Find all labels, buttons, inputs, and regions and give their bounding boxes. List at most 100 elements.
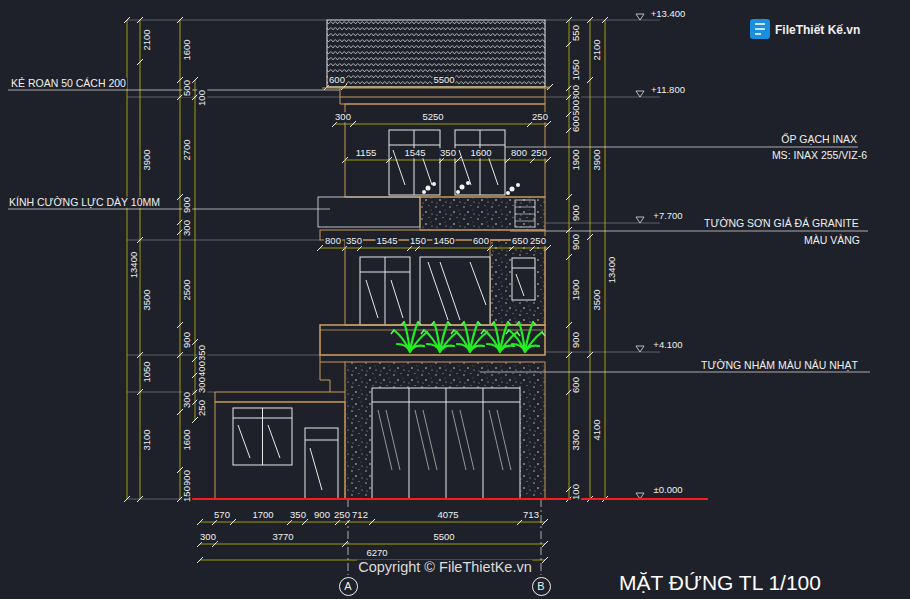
- dimension-text: 300: [197, 376, 207, 394]
- dimension-text: 250: [333, 510, 351, 520]
- dimension-text: 4075: [436, 510, 459, 520]
- dimension-text: 1900: [571, 278, 581, 301]
- level-mark: +4.100: [652, 340, 683, 350]
- dimension-text: 1700: [251, 510, 274, 520]
- logo-text: FileThiết Kế.vn: [774, 24, 861, 36]
- dimension-ticks: [124, 17, 608, 563]
- dimension-text: 3100: [142, 428, 152, 451]
- dimension-text: 1050: [571, 58, 581, 81]
- dimension-text: 1600: [182, 38, 192, 61]
- dimension-text: 3500: [142, 288, 152, 311]
- dimension-text: 4100: [592, 418, 602, 441]
- material-note: MÀU VÀNG: [803, 235, 861, 246]
- dimension-text: 900: [571, 233, 581, 251]
- dimension-text: 2100: [142, 28, 152, 51]
- dimension-text: 5250: [421, 112, 444, 122]
- annex-wall: [215, 402, 345, 499]
- roof-eave: [322, 88, 550, 104]
- dimension-text: 300: [199, 532, 217, 542]
- dimension-text: 3900: [592, 148, 602, 171]
- glass-doors: [372, 388, 520, 499]
- dimension-text: 713: [522, 510, 540, 520]
- dimension-text: 712: [351, 510, 369, 520]
- dimension-text: 5500: [432, 532, 455, 542]
- dimension-text: 100: [197, 89, 207, 107]
- dimension-text: 900: [571, 204, 581, 222]
- dimension-text: 800: [324, 236, 342, 246]
- dimension-text: 570: [213, 510, 231, 520]
- grid-lines: [348, 499, 541, 575]
- material-note: ỐP GẠCH INAX: [780, 134, 858, 145]
- dimension-text: 2100: [592, 38, 602, 61]
- upper-windows: [389, 130, 505, 195]
- dimension-text: 900: [182, 196, 192, 214]
- dimension-text: 3300: [571, 428, 581, 451]
- dimension-text: 3500: [592, 288, 602, 311]
- dimension-text: 1545: [403, 148, 426, 158]
- ground-wall: [345, 362, 545, 499]
- vent-block: [515, 200, 535, 227]
- dimension-text: 1900: [571, 148, 581, 171]
- glass-railing: [318, 197, 420, 227]
- building-elevation: [215, 20, 550, 499]
- step-profile: [215, 355, 345, 402]
- dimension-text: 100: [571, 483, 581, 501]
- dimension-text: 350: [289, 510, 307, 520]
- level-mark: +13.400: [650, 9, 687, 19]
- dimension-text: 650: [511, 236, 529, 246]
- dimension-text: 250: [197, 399, 207, 417]
- balcony-flowers: [422, 181, 520, 195]
- dimension-text: 900: [571, 331, 581, 349]
- grid-bubble-circle: [339, 577, 357, 595]
- grid-bubble-circle: [532, 577, 550, 595]
- dimension-text: 2700: [182, 138, 192, 161]
- dimension-text: 300: [182, 219, 192, 237]
- grid-bubble: B: [532, 577, 551, 596]
- drawing-title: MẶT ĐỨNG TL 1/100: [619, 572, 821, 593]
- ground-line: [190, 498, 708, 500]
- textured-wall: [490, 240, 545, 325]
- dimension-text: 600: [472, 236, 490, 246]
- dimension-text: 13400: [607, 256, 617, 284]
- upper-wall: [345, 104, 545, 197]
- dimension-text: 500: [182, 79, 192, 97]
- material-note: KÍNH CƯỜNG LỰC DÀY 10MM: [8, 197, 161, 208]
- level-mark: ±0.000: [653, 485, 684, 495]
- leader-lines: [8, 90, 870, 372]
- dimension-text: 6270: [365, 548, 388, 558]
- dimension-text: 350: [439, 148, 457, 158]
- annex-openings: [233, 408, 338, 499]
- dimension-text: 250: [531, 112, 549, 122]
- roof-tiles: [327, 20, 545, 87]
- dimension-text: 350: [345, 236, 363, 246]
- dimension-text: 1545: [375, 236, 398, 246]
- dimension-text: 1600: [182, 428, 192, 451]
- material-note: KẺ ROAN 50 CÁCH 200: [10, 78, 127, 89]
- planter-plants: [391, 322, 545, 352]
- dimension-text: 600: [328, 75, 346, 85]
- dimension-text: 2500: [182, 278, 192, 301]
- dimension-text: 300: [334, 112, 352, 122]
- dimension-text: 1450: [432, 236, 455, 246]
- dimension-text: 600: [571, 115, 581, 133]
- dimension-text: 150: [182, 485, 192, 503]
- dimension-text: 900: [313, 510, 331, 520]
- level-mark: +11.800: [650, 85, 686, 95]
- dimension-text: 900: [182, 331, 192, 349]
- material-note: TƯỜNG SƠN GIẢ ĐÁ GRANITE: [703, 218, 860, 229]
- dimension-text: 550: [571, 24, 581, 42]
- dimension-lines: [127, 20, 605, 560]
- dimension-text: 1155: [355, 148, 377, 158]
- watermark: Copyright © FileThietKe.vn: [357, 560, 532, 575]
- middle-wall: [345, 240, 545, 325]
- dimension-text: 3900: [142, 148, 152, 171]
- level-mark: +7.700: [652, 211, 683, 221]
- dimension-text: 1050: [142, 360, 152, 383]
- grid-axis-letter: B: [537, 581, 544, 592]
- logo-icon: [750, 19, 770, 39]
- granite-panel: [420, 197, 545, 230]
- grid-bubble: A: [339, 577, 358, 596]
- dimension-text: 13400: [129, 251, 139, 279]
